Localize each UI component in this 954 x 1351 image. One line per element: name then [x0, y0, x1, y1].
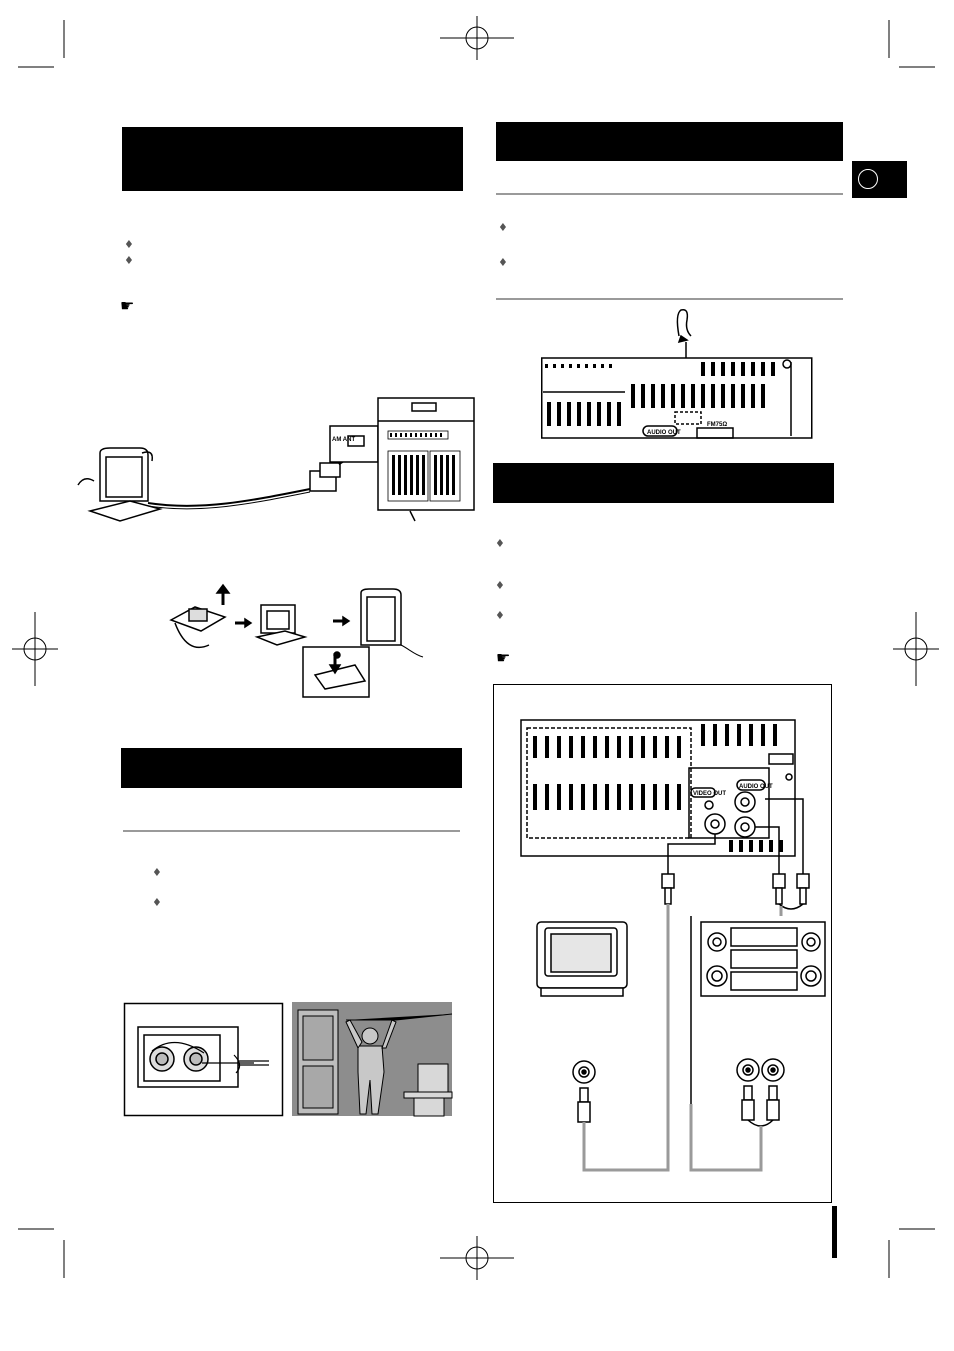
av-connection-diagram-frame	[493, 684, 832, 1203]
section-heading-bar	[496, 122, 843, 161]
antenna-assembly-illustration	[169, 583, 424, 698]
pointing-hand-icon: ☛	[496, 648, 511, 667]
av-connection-diagram: AUDIO OUT VIDEO OUT	[520, 719, 826, 1172]
section-divider	[123, 830, 460, 832]
section-heading-bar	[493, 463, 834, 503]
audio-out-label: AUDIO OUT	[647, 430, 681, 436]
language-tab	[852, 161, 907, 198]
section-heading-bar	[122, 127, 463, 191]
fm-label: FM75Ω	[707, 422, 727, 428]
am-antenna-connection-illustration: AM ANT	[77, 397, 475, 522]
section-divider	[496, 298, 843, 300]
audio-out-label: AUDIO OUT	[739, 784, 773, 790]
pointing-hand-icon: ☛	[120, 296, 135, 315]
section-divider	[496, 193, 843, 195]
bullet-marker: ♦	[152, 896, 162, 909]
fm-terminal-illustration	[123, 1002, 284, 1117]
bullet-marker: ♦	[495, 579, 505, 592]
language-tab-circle	[858, 169, 878, 189]
fm-antenna-installation-illustration	[292, 1002, 453, 1117]
bullet-marker: ♦	[124, 254, 134, 267]
am-ant-label: AM ANT	[332, 437, 355, 443]
bullet-marker: ♦	[152, 866, 162, 879]
page-marker-bar	[832, 1206, 837, 1258]
bullet-marker: ♦	[495, 537, 505, 550]
bullet-marker: ♦	[498, 221, 508, 234]
bullet-marker: ♦	[495, 609, 505, 622]
bullet-marker: ♦	[124, 238, 134, 251]
section-heading-bar	[121, 748, 462, 788]
rear-panel-fm-illustration: AUDIO OUT FM75Ω	[541, 308, 813, 439]
video-out-label: VIDEO OUT	[693, 791, 726, 797]
bullet-marker: ♦	[498, 256, 508, 269]
